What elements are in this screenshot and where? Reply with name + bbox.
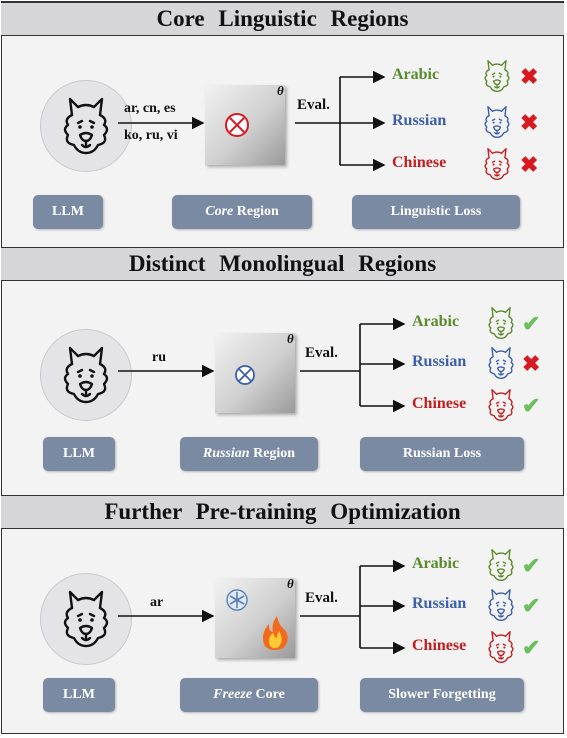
- llama-arabic-icon: [484, 60, 510, 92]
- llama-arabic-icon: [488, 307, 514, 339]
- panel-2-title: Distinct Monolingual Regions: [1, 247, 564, 281]
- panel-2-loss-pill: Russian Loss: [360, 437, 524, 471]
- llama-russian-icon: [484, 106, 510, 138]
- panel-3-output-arabic: Arabic: [412, 555, 460, 572]
- panel-2-llm-avatar: [40, 329, 132, 421]
- llama-russian-icon: [488, 347, 514, 379]
- snowflake-fire-icon: [226, 589, 288, 650]
- panel-1-output-arabic: Arabic: [392, 66, 440, 83]
- panel-2-region-box: [215, 333, 295, 413]
- panel-2-llm-pill: LLM: [43, 437, 115, 471]
- panel-1-title: Core Linguistic Regions: [1, 2, 564, 36]
- panel-1-output-chinese: Chinese: [392, 154, 447, 171]
- panel-3-title: Further Pre-training Optimization: [1, 495, 564, 529]
- panel-1-eval-label: Eval.: [297, 97, 330, 113]
- panel-2-result-cross-icon: ✖: [522, 351, 541, 376]
- panel-2-result-check-icon: ✔: [522, 393, 541, 418]
- llama-chinese-icon: [484, 148, 510, 180]
- llama-icon: [63, 346, 109, 404]
- panel-2-input-langs: ru: [152, 350, 166, 365]
- region-rest-label: Core: [252, 687, 285, 702]
- panel-2-output-chinese: Chinese: [412, 395, 467, 412]
- panel-2-eval-label: Eval.: [305, 345, 338, 361]
- panel-1-llm-pill: LLM: [33, 195, 103, 229]
- region-italic-label: Core: [205, 204, 234, 219]
- panel-3-llm-pill: LLM: [43, 678, 115, 712]
- region-rest-label: Region: [233, 204, 279, 219]
- panel-2-output-russian: Russian: [412, 353, 467, 370]
- panel-3-connectors: [118, 559, 406, 655]
- llama-icon: [63, 590, 109, 648]
- panel-1-result-cross-icon: ✖: [520, 152, 539, 177]
- region-italic-label: Freeze: [213, 687, 253, 702]
- panel-1-result-cross-icon: ✖: [520, 64, 539, 89]
- panel-2-output-arabic: Arabic: [412, 313, 460, 330]
- panel-3-theta-label: θ: [287, 576, 294, 591]
- panel-3-result-check-icon: ✔: [522, 635, 541, 660]
- panel-3-input-langs: ar: [150, 595, 164, 610]
- llama-chinese-icon: [488, 631, 514, 663]
- panel-2-theta-label: θ: [287, 331, 294, 346]
- panel-1-result-cross-icon: ✖: [520, 110, 539, 135]
- circled-times-blue-icon: [235, 365, 255, 385]
- panel-3-llm-avatar: [40, 573, 132, 665]
- panel-3-output-chinese: Chinese: [412, 637, 467, 654]
- llama-chinese-icon: [488, 389, 514, 421]
- circled-times-red-icon: [225, 113, 249, 137]
- panel-2-region-pill: Russian Region: [180, 437, 318, 471]
- panel-1-region-pill: Core Region: [172, 195, 312, 229]
- panel-3-loss-pill: Slower Forgetting: [360, 678, 524, 712]
- panel-1-llm-avatar: [40, 80, 132, 172]
- region-rest-label: Region: [249, 446, 296, 461]
- panel-1-connectors: [118, 70, 386, 172]
- llama-russian-icon: [488, 589, 514, 621]
- region-italic-label: Russian: [202, 446, 250, 461]
- panel-1-input-langs: ar, cn, es: [124, 101, 176, 116]
- panel-1-input-langs-2: ko, ru, vi: [124, 128, 178, 143]
- panel-1-theta-label: θ: [277, 83, 284, 98]
- llama-arabic-icon: [488, 549, 514, 581]
- panel-3-eval-label: Eval.: [305, 590, 338, 606]
- panel-1-loss-pill: Linguistic Loss: [352, 195, 520, 229]
- panel-3-result-check-icon: ✔: [522, 553, 541, 578]
- panel-1-output-russian: Russian: [392, 112, 447, 129]
- panel-2-result-check-icon: ✔: [522, 311, 541, 336]
- panel-2-connectors: [118, 317, 406, 413]
- panel-3-region-pill: Freeze Core: [180, 678, 318, 712]
- panel-3-result-check-icon: ✔: [522, 593, 541, 618]
- panel-3-output-russian: Russian: [412, 595, 467, 612]
- llama-icon: [63, 97, 109, 155]
